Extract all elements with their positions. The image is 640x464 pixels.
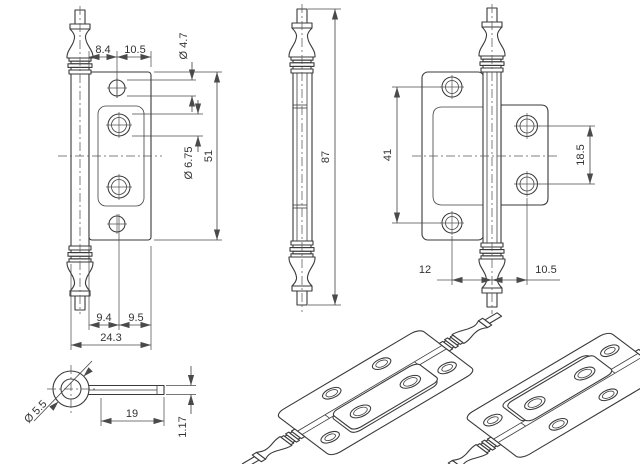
back-view-dimensions: 41 18.5 12 10.5 <box>382 86 595 285</box>
dim-side-total-height: 87 <box>320 151 332 163</box>
isometric-view-left <box>220 296 531 464</box>
front-view-dimensions: 8.4 10.5 Ø 4.7 Ø 6.75 51 9.4 9.5 24.3 <box>70 33 222 350</box>
dim-front-small-hole-dia: Ø 4.7 <box>178 33 190 60</box>
front-hole-small-bottom <box>107 214 127 234</box>
back-view <box>412 4 558 314</box>
back-hole-right-bottom <box>514 171 540 197</box>
back-hole-left-bottom <box>440 211 464 235</box>
side-view <box>288 4 316 312</box>
dim-top-barrel-dia: Ø 5.5 <box>22 398 49 426</box>
dim-back-left-offset: 12 <box>419 264 431 276</box>
dim-front-bottom-left: 9.4 <box>96 312 111 324</box>
dim-front-large-hole-dia: Ø 6.75 <box>183 146 195 179</box>
side-barrel <box>292 72 313 242</box>
dim-front-top-left: 8.4 <box>95 44 110 56</box>
dim-back-right-hole-spacing: 18.5 <box>575 144 587 165</box>
dim-top-leaf-length: 19 <box>126 408 138 420</box>
side-view-dimensions: 87 <box>308 8 341 306</box>
dim-top-leaf-thickness: 1.17 <box>177 416 189 437</box>
back-right-leaf <box>500 104 549 206</box>
top-view <box>47 365 165 413</box>
dim-back-right-offset: 10.5 <box>535 264 556 276</box>
back-hole-left-top <box>440 75 464 99</box>
dim-front-height: 51 <box>203 150 215 162</box>
front-hole-large-bottom <box>106 174 132 200</box>
dim-back-left-hole-spacing: 41 <box>382 149 394 161</box>
front-hole-large-top <box>106 112 132 138</box>
open-hinge-3d <box>220 296 531 464</box>
dim-front-bottom-right: 9.5 <box>128 312 143 324</box>
back-hole-right-top <box>514 113 540 139</box>
dim-front-total-width: 24.3 <box>100 332 121 344</box>
dim-front-top-right: 10.5 <box>124 44 145 56</box>
top-view-dimensions: Ø 5.5 19 1.17 <box>22 360 196 438</box>
